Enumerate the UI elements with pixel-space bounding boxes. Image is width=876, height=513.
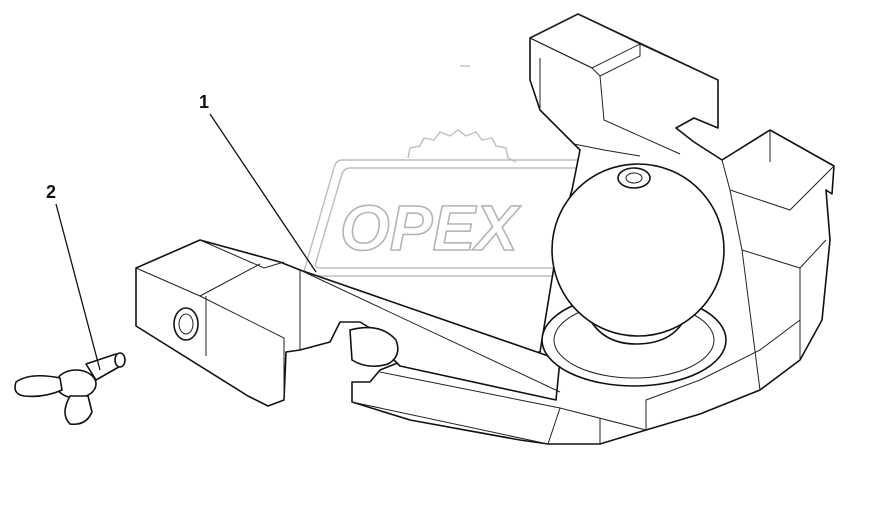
- watermark-gear: [407, 129, 517, 163]
- callout-1: 1: [199, 92, 317, 273]
- callout-label-1: 1: [199, 92, 209, 112]
- opex-watermark: OPEX: [303, 65, 620, 277]
- ball-top-hole: [617, 167, 651, 189]
- callout-label-2: 2: [46, 182, 56, 202]
- leader-line-2: [55, 203, 101, 371]
- ball-assembly: [541, 163, 727, 387]
- callout-2: 2: [46, 182, 101, 371]
- hitch-front-arm: [135, 239, 561, 407]
- wing-nut-body: [55, 369, 97, 399]
- hitch-ball: [551, 163, 725, 337]
- arm-slot: [349, 326, 399, 368]
- watermark-text: OPEX: [340, 192, 521, 264]
- leader-line-1: [209, 113, 317, 273]
- wing-bolt: [14, 352, 126, 426]
- wing-lower: [64, 395, 93, 426]
- front-arm-outline: [135, 239, 561, 407]
- pin-hole: [173, 307, 199, 341]
- wing-upper: [14, 374, 63, 398]
